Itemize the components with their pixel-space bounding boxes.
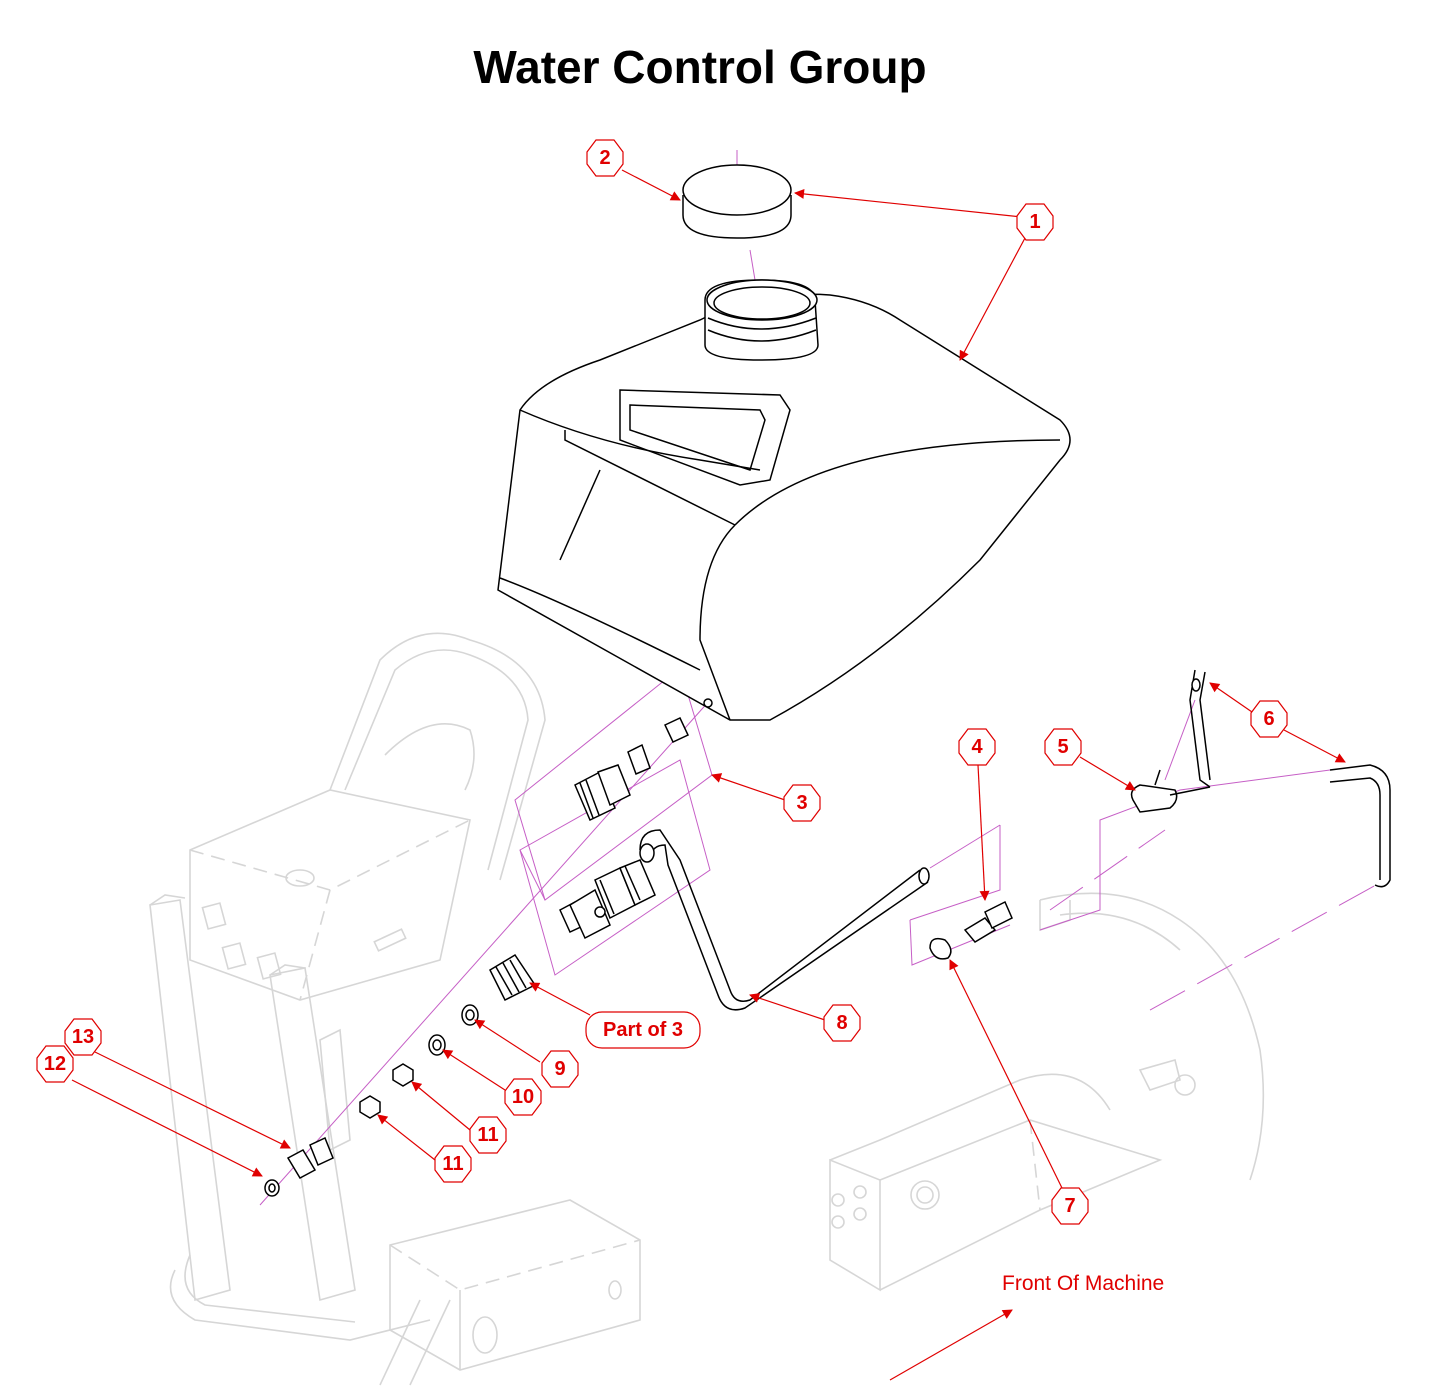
callout-badge: [783, 784, 821, 822]
callout-3: 3: [783, 784, 821, 822]
front-of-machine-label: Front Of Machine: [1002, 1272, 1164, 1295]
centerlines: [259, 150, 1386, 1206]
callout-badge: [586, 139, 624, 177]
diagram-title: Water Control Group: [473, 41, 927, 93]
callout-number: 7: [1064, 1195, 1075, 1217]
callout-badge: [1250, 700, 1288, 738]
callout-number: 4: [971, 736, 983, 758]
hose: [639, 829, 930, 1011]
callout-8: 8: [823, 1004, 861, 1042]
callout-4: 4: [958, 728, 996, 766]
callout-1: 1: [1016, 203, 1054, 241]
tank-cap: [682, 164, 792, 239]
part-of-3-label: Part of 3: [585, 1011, 701, 1049]
callout-6: 6: [1250, 700, 1288, 738]
part-of-label-text: Part of 3: [603, 1019, 683, 1041]
callout-number: 5: [1057, 736, 1068, 758]
callout-badge: [541, 1050, 579, 1088]
callout-badge: [1016, 203, 1054, 241]
callout-11a: 11: [469, 1116, 507, 1154]
callout-number: 9: [554, 1058, 565, 1080]
callout-number: 8: [836, 1012, 847, 1034]
callout-number: 11: [477, 1124, 498, 1146]
callout-13: 13: [64, 1018, 102, 1056]
callout-2: 2: [586, 139, 624, 177]
callout-12: 12: [36, 1045, 74, 1083]
callout-badge: [434, 1145, 472, 1183]
blade-guard-ghost: [829, 892, 1265, 1292]
callout-number: 2: [599, 147, 610, 169]
callout-number: 1: [1029, 211, 1040, 233]
callout-number: 12: [44, 1053, 66, 1075]
callout-badge: [469, 1116, 507, 1154]
callout-badge: [504, 1078, 542, 1116]
callout-number: 13: [72, 1026, 94, 1048]
valve-fittings: [559, 717, 689, 940]
callout-10: 10: [504, 1078, 542, 1116]
water-tank: [497, 279, 1071, 721]
callout-badge: [36, 1045, 74, 1083]
right-fittings: [929, 669, 1391, 960]
callout-9: 9: [541, 1050, 579, 1088]
callout-number: 3: [796, 792, 807, 814]
callout-badge: [64, 1018, 102, 1056]
callout-number: 6: [1263, 708, 1274, 730]
callout-11b: 11: [434, 1145, 472, 1183]
callout-badge: [958, 728, 996, 766]
callout-5: 5: [1044, 728, 1082, 766]
machine-frame-ghost: [149, 632, 641, 1386]
inline-fittings: [264, 953, 537, 1197]
callout-leaders: [71, 169, 1346, 1381]
callout-number: 10: [512, 1086, 534, 1108]
callout-badge: [1051, 1187, 1089, 1225]
callout-badge: [823, 1004, 861, 1042]
callout-number: 11: [442, 1153, 463, 1175]
callout-7: 7: [1051, 1187, 1089, 1225]
callout-badge: [1044, 728, 1082, 766]
